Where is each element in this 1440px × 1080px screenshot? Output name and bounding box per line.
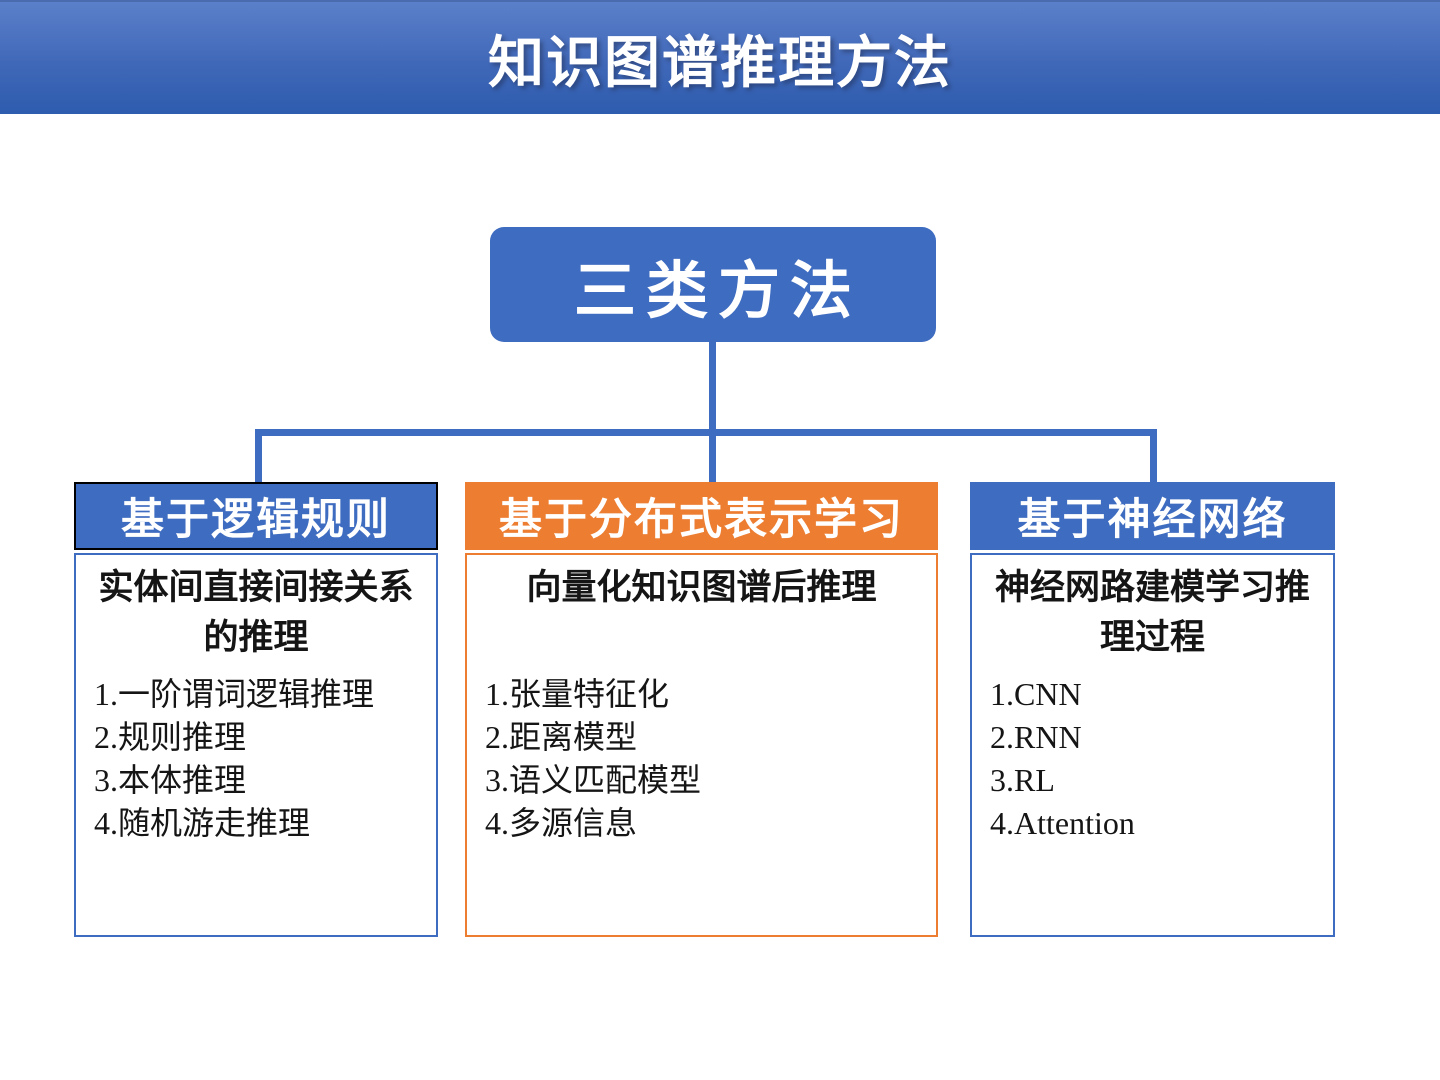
branch-list: 1.张量特征化 2.距离模型 3.语义匹配模型 4.多源信息 — [467, 673, 936, 845]
branch-header-representation-learning: 基于分布式表示学习 — [465, 482, 938, 550]
list-item: 3.RL — [990, 762, 1055, 798]
list-item: 2.规则推理 — [94, 719, 247, 755]
connector-horizontal — [255, 429, 1157, 436]
connector-vertical-right — [1150, 429, 1157, 483]
list-item: 3.语义匹配模型 — [485, 762, 702, 798]
branch-body-neural-networks: 神经网路建模学习推理过程 1.CNN 2.RNN 3.RL 4.Attentio… — [970, 553, 1335, 937]
list-item: 4.Attention — [990, 805, 1135, 841]
list-item: 1.CNN — [990, 676, 1082, 712]
list-item: 1.张量特征化 — [485, 676, 670, 712]
list-item: 3.本体推理 — [94, 762, 247, 798]
branch-title: 向量化知识图谱后推理 — [526, 568, 877, 607]
branch-header-label: 基于神经网络 — [1017, 497, 1288, 544]
branch-body-logic-rules: 实体间直接间接关系的推理 1.一阶谓词逻辑推理 2.规则推理 3.本体推理 4.… — [74, 553, 438, 937]
connector-vertical-center — [709, 342, 716, 482]
title-banner: 知识图谱推理方法 — [0, 0, 1440, 114]
list-item: 4.多源信息 — [485, 805, 638, 841]
branch-list: 1.CNN 2.RNN 3.RL 4.Attention — [972, 673, 1333, 845]
branch-header-neural-networks: 基于神经网络 — [970, 482, 1335, 550]
list-item: 4.随机游走推理 — [94, 805, 311, 841]
branch-header-logic-rules: 基于逻辑规则 — [74, 482, 438, 550]
list-item: 2.RNN — [990, 719, 1082, 755]
branch-title: 神经网路建模学习推理过程 — [994, 568, 1310, 657]
branch-title: 实体间直接间接关系的推理 — [98, 568, 414, 657]
list-item: 1.一阶谓词逻辑推理 — [94, 676, 375, 712]
branch-body-representation-learning: 向量化知识图谱后推理 1.张量特征化 2.距离模型 3.语义匹配模型 4.多源信… — [465, 553, 938, 937]
page-title: 知识图谱推理方法 — [488, 30, 952, 94]
connector-vertical-left — [255, 429, 262, 483]
root-node-label: 三类方法 — [573, 257, 862, 326]
branch-header-label: 基于逻辑规则 — [121, 497, 391, 544]
branch-list: 1.一阶谓词逻辑推理 2.规则推理 3.本体推理 4.随机游走推理 — [76, 673, 436, 845]
branch-header-label: 基于分布式表示学习 — [499, 497, 904, 544]
root-node: 三类方法 — [490, 227, 936, 342]
list-item: 2.距离模型 — [485, 719, 638, 755]
